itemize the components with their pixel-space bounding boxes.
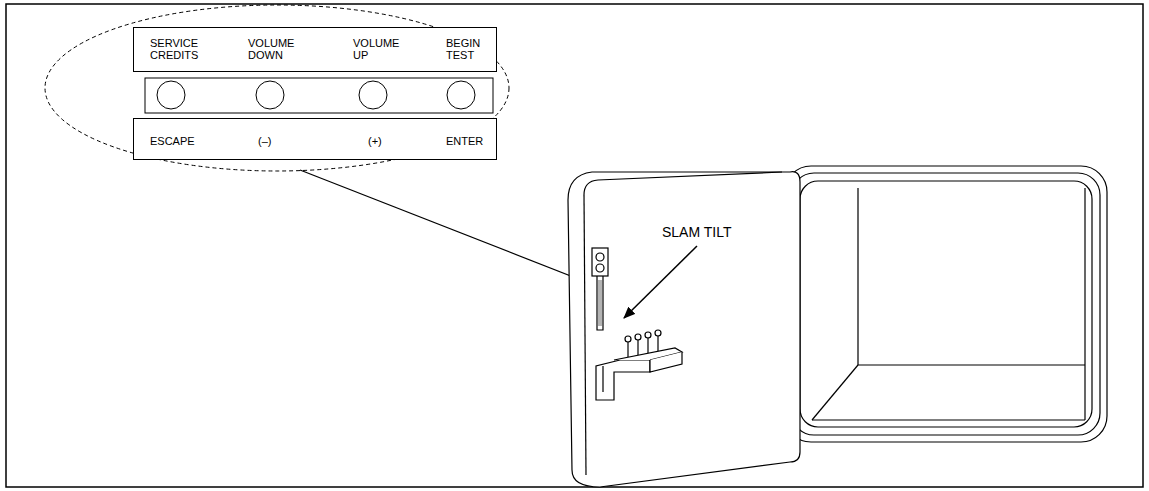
button-label: BEGIN TEST [446, 37, 506, 61]
button-legend-band: SERVICE CREDITSVOLUME DOWNVOLUME UPBEGIN… [133, 27, 497, 72]
button-label: ESCAPE [150, 135, 210, 147]
button [157, 81, 185, 109]
button-label: VOLUME DOWN [248, 37, 308, 61]
button [256, 81, 284, 109]
part-label: SLAM TILT [660, 224, 734, 240]
leader-line [624, 246, 697, 318]
coin-door [568, 172, 800, 487]
frame [6, 4, 1143, 487]
button-label: (+) [368, 135, 428, 147]
button [447, 81, 475, 109]
button-strip [145, 78, 493, 113]
button-label: VOLUME UP [353, 37, 413, 61]
detail-ellipse [45, 5, 509, 171]
button-label: (–) [258, 135, 318, 147]
button [359, 81, 387, 109]
button-label: SERVICE CREDITS [150, 37, 210, 61]
button-function-band: ESCAPE(–)(+)ENTER [133, 118, 497, 160]
button-label: ENTER [446, 135, 506, 147]
cabinet [785, 166, 1107, 442]
